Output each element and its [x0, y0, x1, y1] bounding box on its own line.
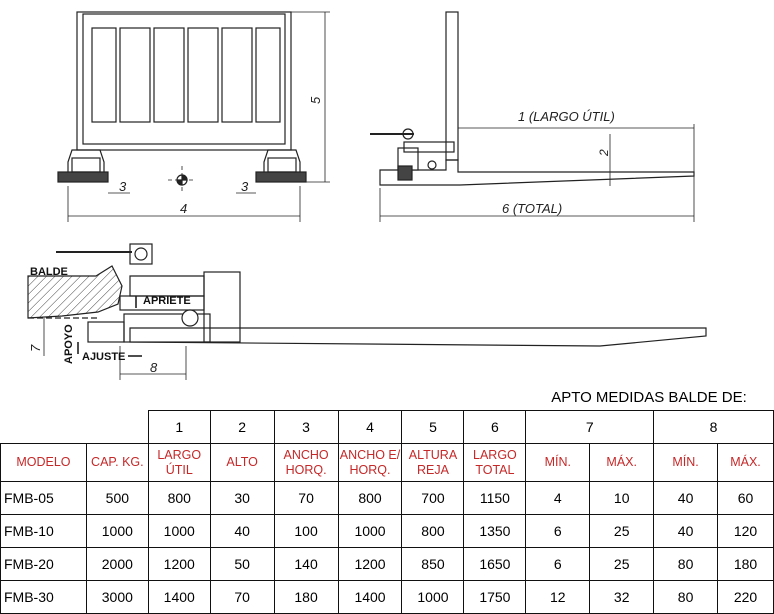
value-cell: 6 — [525, 547, 591, 581]
side-left-dim-label: 3 — [119, 179, 127, 194]
apto-title: APTO MEDIDAS BALDE DE: — [551, 389, 747, 406]
adjust-dim-label: 7 — [28, 344, 43, 352]
apoyo-label: APOYO — [63, 324, 75, 364]
side-view — [370, 11, 695, 186]
value-cell: 800 — [337, 481, 403, 515]
value-cell: 800 — [147, 481, 211, 515]
apriete-label: APRIETE — [143, 295, 191, 307]
side-right-dim-label: 3 — [241, 179, 249, 194]
detail-dimensions — [43, 296, 187, 380]
ajuste-label: AJUSTE — [82, 351, 125, 363]
header-modelo: MODELO — [0, 443, 87, 482]
value-cell: 800 — [401, 514, 465, 548]
col-number-6: 6 — [463, 410, 527, 444]
value-cell: 850 — [401, 547, 465, 581]
value-cell: 40 — [653, 514, 719, 548]
value-cell: 180 — [273, 580, 339, 614]
header-max-8: MÁX. — [717, 443, 774, 482]
model-cell: FMB-30 — [0, 580, 87, 614]
value-cell: 120 — [717, 514, 774, 548]
height-dim-label: 5 — [308, 96, 323, 104]
value-cell: 70 — [209, 580, 275, 614]
total-dim-label: 6 (TOTAL) — [502, 201, 562, 216]
value-cell: 1150 — [463, 481, 527, 515]
value-cell: 1000 — [401, 580, 465, 614]
value-cell: 40 — [653, 481, 719, 515]
value-cell: 10 — [589, 481, 655, 515]
balde-label: BALDE — [30, 266, 68, 278]
value-cell: 1200 — [147, 547, 211, 581]
col-number-5: 5 — [401, 410, 465, 444]
col-number-1: 1 — [147, 410, 211, 444]
header-cap: CAP. KG. — [85, 443, 149, 482]
col-number-4: 4 — [337, 410, 403, 444]
clamp-dim-label: 8 — [150, 360, 158, 375]
col-number-8: 8 — [653, 410, 774, 444]
value-cell: 3000 — [85, 580, 149, 614]
side-dimensions — [379, 124, 695, 222]
alto-dim-label: 2 — [597, 149, 611, 157]
model-cell: FMB-05 — [0, 481, 87, 515]
largo-util-dim-label: 1 (LARGO ÚTIL) — [518, 109, 615, 124]
value-cell: 1750 — [463, 580, 527, 614]
technical-drawing: 5 4 3 3 1 (LARGO ÚTIL) 6 (TOTAL) 2 — [27, 11, 707, 380]
value-cell: 80 — [653, 547, 719, 581]
col-number-7: 7 — [525, 410, 655, 444]
value-cell: 500 — [85, 481, 149, 515]
value-cell: 1000 — [337, 514, 403, 548]
value-cell: 100 — [273, 514, 339, 548]
model-cell: FMB-10 — [0, 514, 87, 548]
value-cell: 30 — [209, 481, 275, 515]
col-number-3: 3 — [273, 410, 339, 444]
value-cell: 1350 — [463, 514, 527, 548]
value-cell: 60 — [717, 481, 774, 515]
number-row: 1 2 3 4 5 6 7 8 — [1, 410, 774, 444]
value-cell: 1000 — [85, 514, 149, 548]
value-cell: 1000 — [147, 514, 211, 548]
value-cell: 220 — [717, 580, 774, 614]
value-cell: 180 — [717, 547, 774, 581]
value-cell: 32 — [589, 580, 655, 614]
header-min-7: MÍN. — [525, 443, 591, 482]
value-cell: 50 — [209, 547, 275, 581]
value-cell: 25 — [589, 514, 655, 548]
value-cell: 140 — [273, 547, 339, 581]
header-min-8: MÍN. — [653, 443, 719, 482]
value-cell: 700 — [401, 481, 465, 515]
value-cell: 1400 — [337, 580, 403, 614]
header-alto: ALTO — [209, 443, 275, 482]
value-cell: 1200 — [337, 547, 403, 581]
value-cell: 12 — [525, 580, 591, 614]
front-view — [57, 11, 307, 194]
value-cell: 70 — [273, 481, 339, 515]
value-cell: 6 — [525, 514, 591, 548]
value-cell: 1400 — [147, 580, 211, 614]
col-number-2: 2 — [209, 410, 275, 444]
detail-view — [27, 243, 707, 347]
value-cell: 40 — [209, 514, 275, 548]
width-dim-label: 4 — [180, 201, 187, 216]
value-cell: 4 — [525, 481, 591, 515]
value-cell: 80 — [653, 580, 719, 614]
value-cell: 1650 — [463, 547, 527, 581]
front-dimensions — [67, 11, 330, 222]
header-ancho-e-horq: ANCHO E/HORQ. — [337, 443, 403, 482]
model-cell: FMB-20 — [0, 547, 87, 581]
value-cell: 2000 — [85, 547, 149, 581]
value-cell: 25 — [589, 547, 655, 581]
header-max-7: MÁX. — [589, 443, 655, 482]
